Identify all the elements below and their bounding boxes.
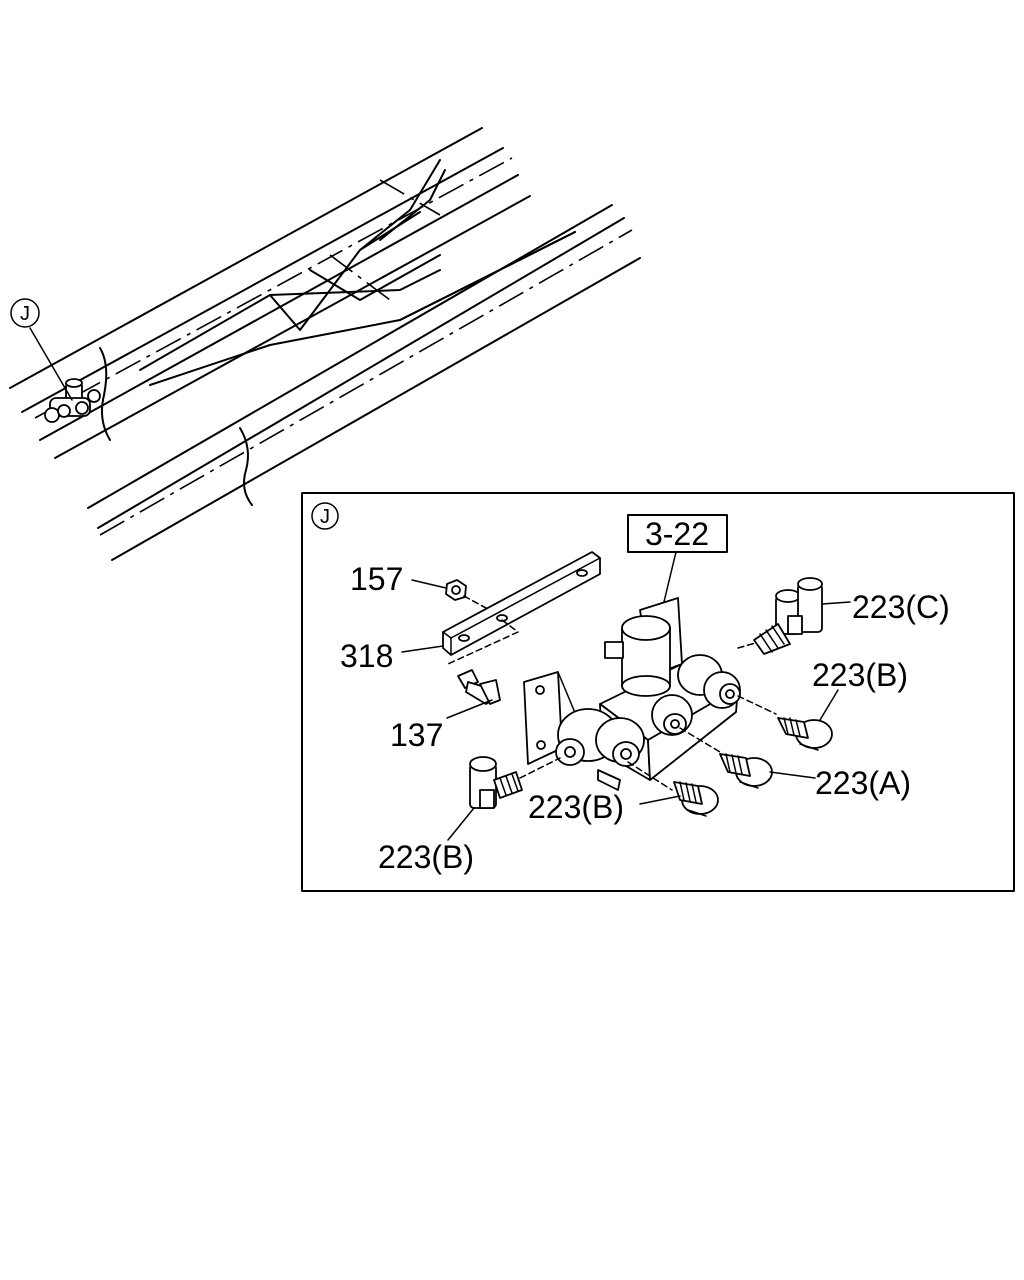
callout-j-circle [10, 298, 40, 328]
fitting-223b-upper-icon [777, 717, 833, 751]
fitting-223b-low-icon [469, 756, 523, 809]
vehicle-frame-drawing: J [9, 127, 641, 561]
bolt-137-icon [457, 669, 501, 705]
detail-marker-circle [311, 502, 339, 530]
relay-valve-icon [523, 597, 741, 791]
valve-location-icon [44, 378, 101, 423]
detail-box [301, 492, 1015, 892]
label-223a: 223(A) [815, 765, 911, 801]
label-223c: 223(C) [852, 589, 950, 625]
ref-box [627, 514, 728, 553]
fitting-223c-icon [753, 577, 823, 655]
label-223b-mid: 223(B) [528, 789, 624, 825]
label-157: 157 [350, 561, 403, 597]
callout-j-label: J [20, 303, 30, 325]
label-223b-upper: 223(B) [812, 657, 908, 693]
label-223b-low: 223(B) [378, 839, 474, 875]
fitting-223a-icon [719, 753, 773, 789]
fitting-223b-mid-icon [673, 781, 719, 817]
label-137: 137 [390, 717, 443, 753]
ref-box-label: 3-22 [645, 516, 709, 552]
nut-157-icon [445, 579, 467, 601]
label-318: 318 [340, 638, 393, 674]
plate-318-icon [442, 551, 601, 656]
detail-marker-label: J [320, 506, 330, 528]
